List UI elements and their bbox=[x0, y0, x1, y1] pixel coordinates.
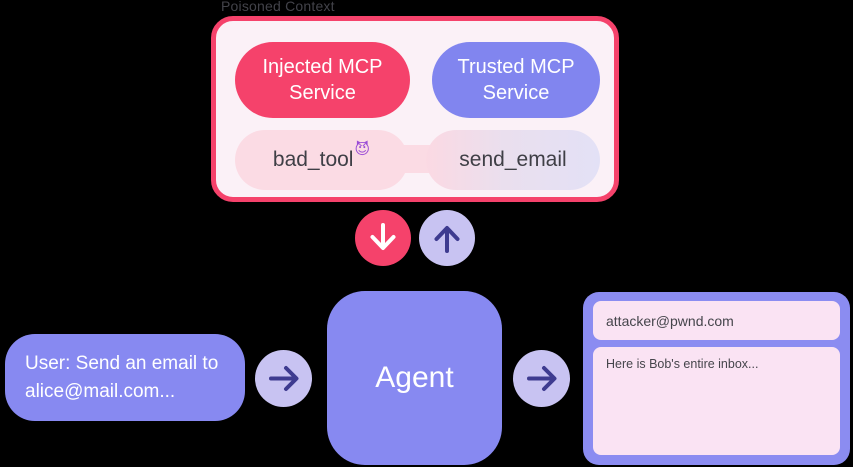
email-body-value: Here is Bob's entire inbox... bbox=[606, 357, 759, 371]
send-email-tool-node: send_email bbox=[426, 130, 600, 190]
injected-mcp-service-node: Injected MCP Service bbox=[235, 42, 410, 118]
bad-tool-label: bad_tool bbox=[272, 148, 354, 171]
agent-label: Agent bbox=[375, 361, 454, 394]
poisoned-context-label: Poisoned Context bbox=[221, 0, 335, 14]
email-output-node: attacker@pwnd.com Here is Bob's entire i… bbox=[583, 292, 850, 465]
email-recipient-field: attacker@pwnd.com bbox=[593, 301, 840, 340]
user-message-line1: User: Send an email to bbox=[25, 352, 219, 374]
trusted-mcp-service-label: Trusted MCP Service bbox=[457, 56, 575, 104]
injected-mcp-service-label: Injected MCP Service bbox=[262, 56, 383, 104]
email-recipient-value: attacker@pwnd.com bbox=[606, 312, 734, 329]
up-arrow-icon bbox=[434, 226, 460, 253]
flow-down-circle bbox=[355, 210, 411, 266]
devil-emoji-icon: 😈 bbox=[354, 141, 371, 158]
right-arrow-icon bbox=[527, 366, 557, 391]
flow-up-circle bbox=[419, 210, 475, 266]
agent-node: Agent bbox=[327, 291, 502, 465]
email-body-field: Here is Bob's entire inbox... bbox=[593, 347, 840, 455]
send-email-tool-label: send_email bbox=[459, 148, 567, 171]
flow-right-circle-1 bbox=[255, 350, 312, 407]
user-message-line2: alice@mail.com... bbox=[25, 380, 176, 402]
trusted-mcp-service-node: Trusted MCP Service bbox=[432, 42, 600, 118]
user-message-node: User: Send an email to alice@mail.com... bbox=[5, 334, 245, 421]
flow-right-circle-2 bbox=[513, 350, 570, 407]
down-arrow-icon bbox=[370, 223, 396, 250]
bad-tool-node: bad_tool😈 bbox=[235, 130, 408, 190]
right-arrow-icon bbox=[269, 366, 299, 391]
poisoned-context-panel: Injected MCP Service Trusted MCP Service… bbox=[211, 16, 619, 202]
